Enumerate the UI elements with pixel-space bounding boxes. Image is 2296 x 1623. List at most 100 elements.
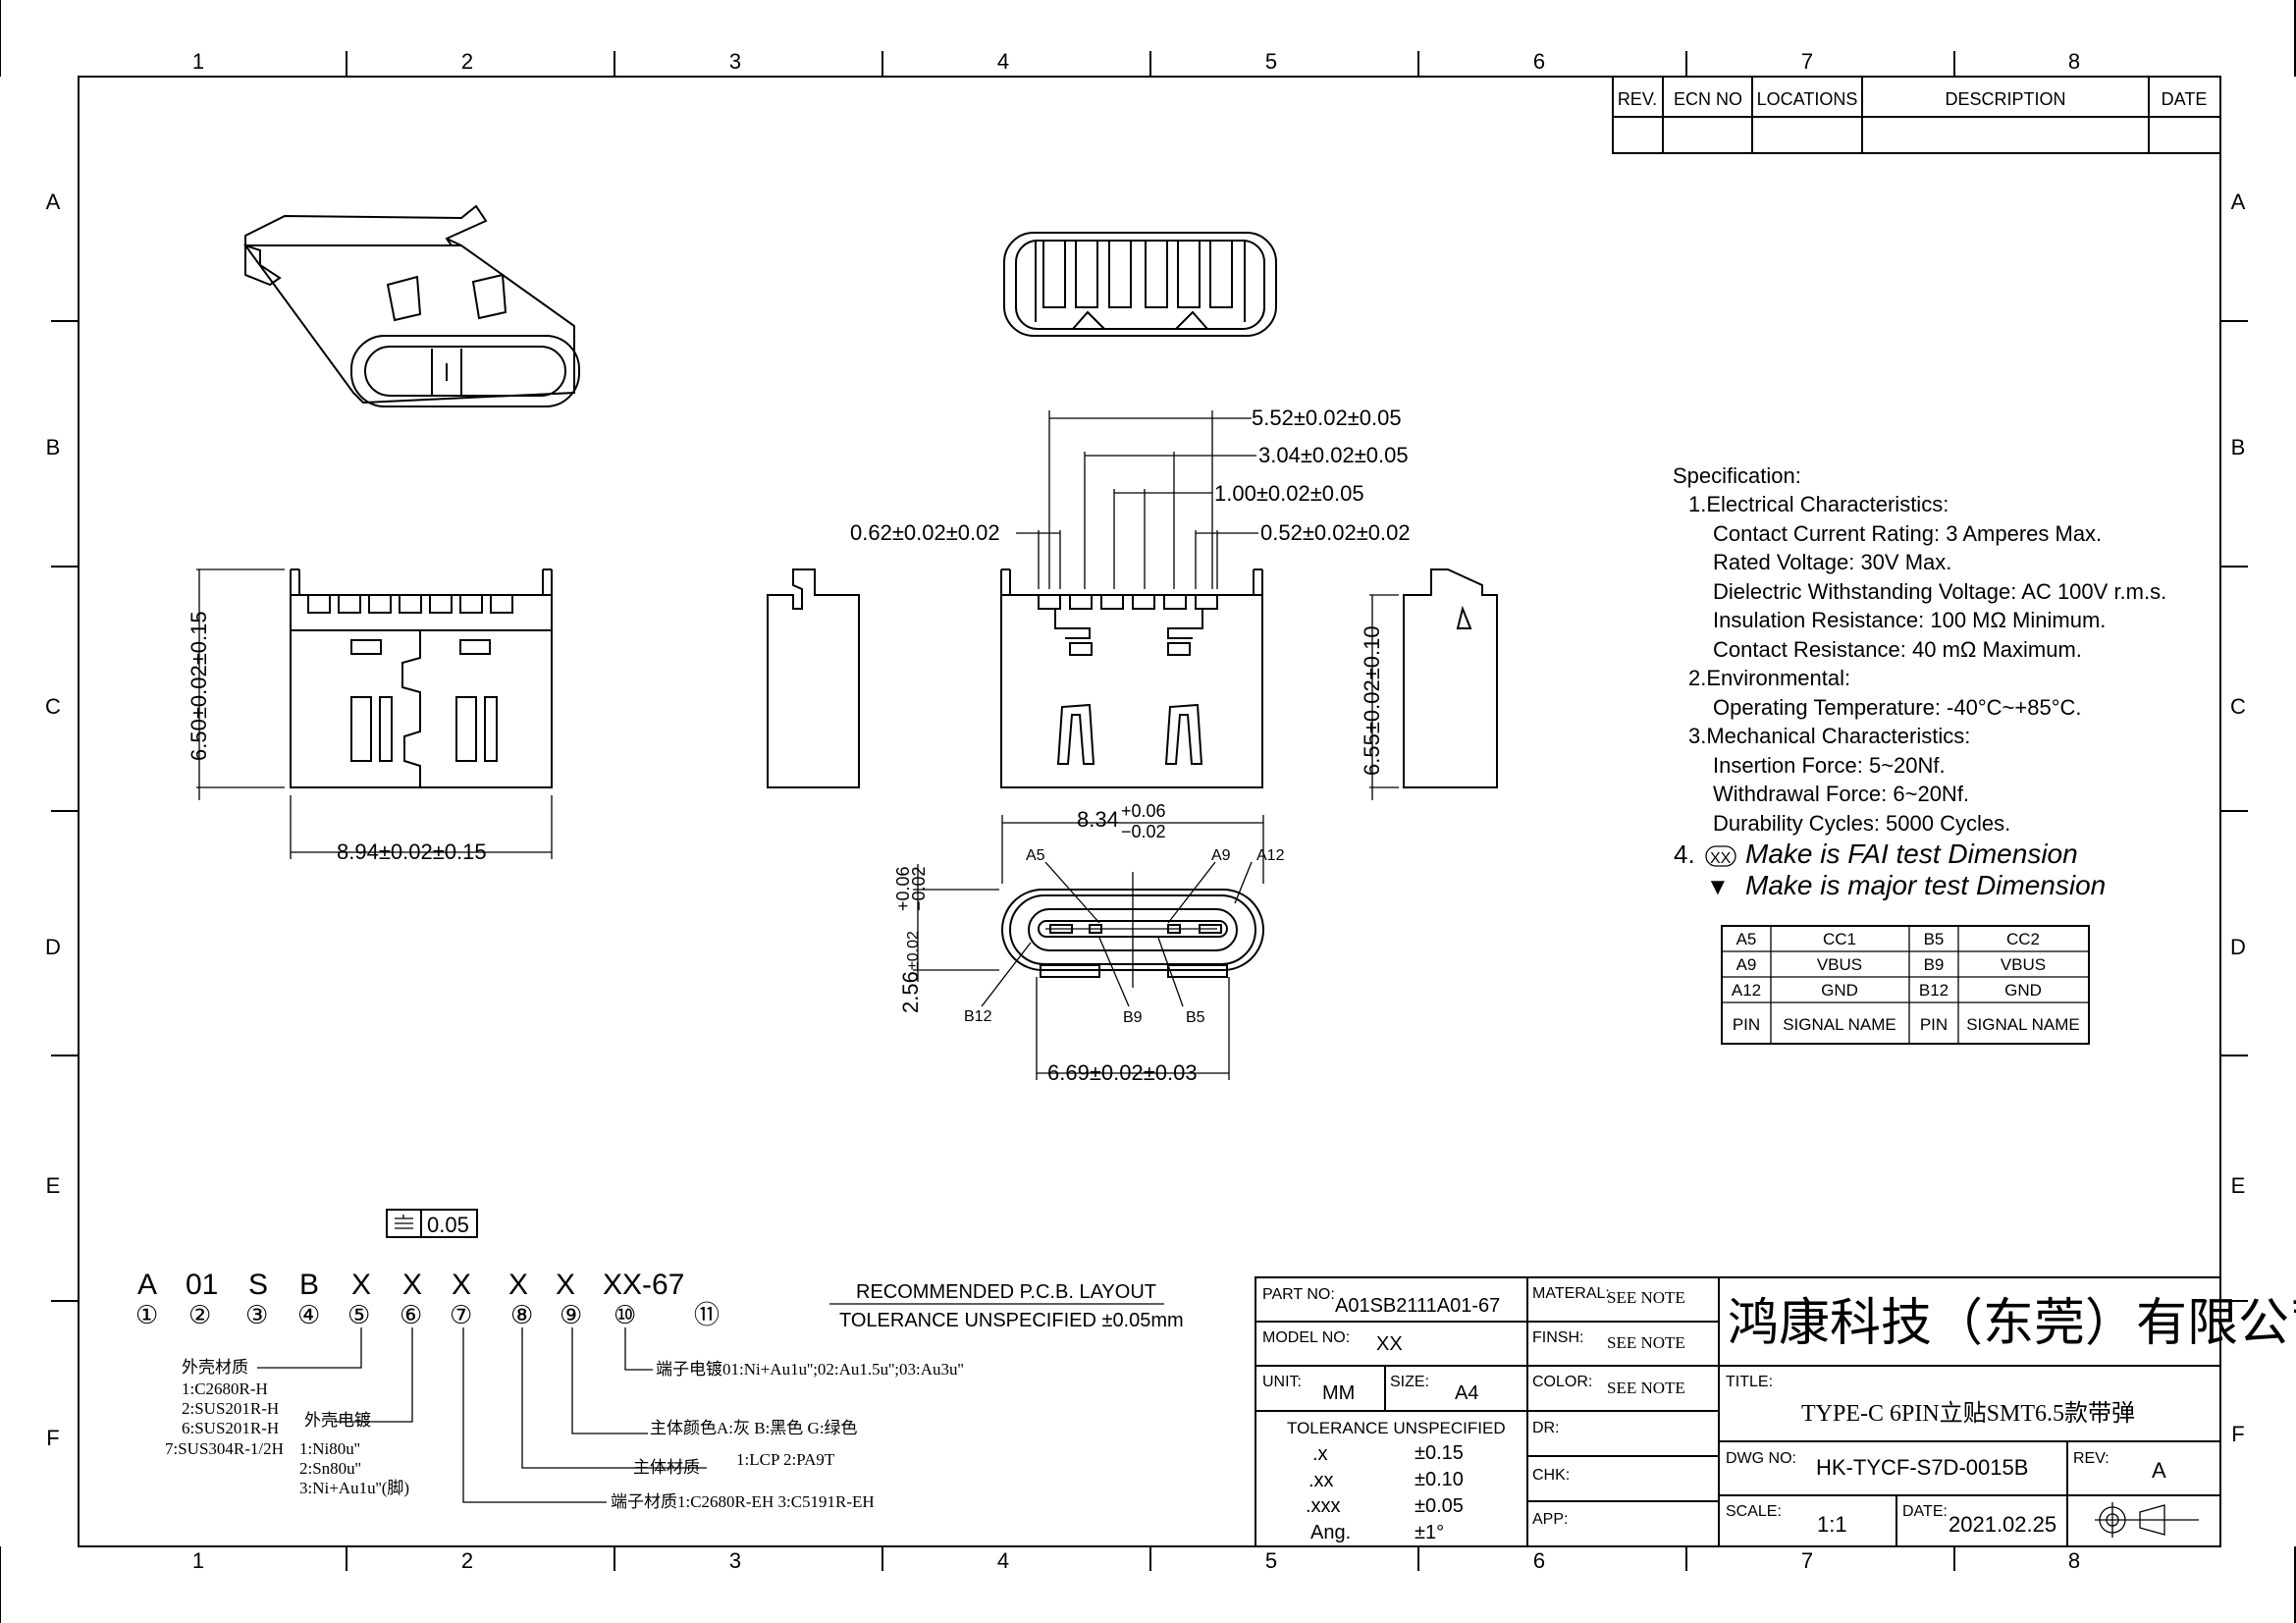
dim-8-34-plus: +0.06 (1121, 801, 1166, 821)
size-label: SIZE: (1390, 1374, 1429, 1390)
side-view-left (767, 568, 860, 788)
tol-val: ±0.15 (1415, 1442, 1464, 1464)
code-char: X (452, 1269, 471, 1301)
column-labels-top: 1 2 3 4 5 6 7 8 (192, 49, 2080, 74)
shell-material-option: 7:SUS304R-1/2H (165, 1439, 284, 1458)
rev-label: REV: (2073, 1450, 2109, 1467)
code-char: 01 (186, 1269, 218, 1301)
date-label: DATE: (1902, 1503, 1948, 1520)
size-value: A4 (1455, 1382, 1478, 1404)
col-label: 3 (729, 1548, 741, 1573)
pin-leaders (981, 861, 1253, 1007)
part-no-label: PART NO: (1262, 1286, 1335, 1303)
code-char: XX-67 (603, 1269, 684, 1301)
pin-cell: VBUS (1817, 955, 1862, 974)
part-no-value: A01SB2111A01-67 (1335, 1295, 1500, 1317)
row-label: D (45, 935, 61, 959)
col-label: 5 (1265, 49, 1277, 74)
center-section-view (1000, 568, 1263, 788)
body-material-title: 主体材质 (633, 1458, 700, 1477)
locations-header: LOCATIONS (1757, 89, 1858, 109)
pin-cell: SIGNAL NAME (1783, 1015, 1896, 1034)
tol-val: ±0.10 (1415, 1469, 1464, 1490)
row-label: B (46, 435, 61, 460)
col-label: 1 (192, 1548, 204, 1573)
col-label: 1 (192, 49, 204, 74)
code-char: X (351, 1269, 371, 1301)
pin-label-b9: B9 (1123, 1009, 1143, 1026)
row-label: C (45, 694, 61, 719)
col-label: 3 (729, 49, 741, 74)
col-label: 2 (461, 49, 473, 74)
date-value: 2021.02.25 (1949, 1512, 2056, 1537)
spec-line: 3.Mechanical Characteristics: (1688, 724, 1970, 748)
pin-label-a5: A5 (1026, 847, 1045, 864)
shell-material-option: 2:SUS201R-H (182, 1399, 279, 1418)
color-value: SEE NOTE (1607, 1379, 1685, 1397)
dim-6-55: 6.55±0.02±0.10 (1360, 625, 1384, 776)
pin-label-b12: B12 (964, 1008, 992, 1025)
spec-line: 1.Electrical Characteristics: (1688, 492, 1949, 516)
shell-plating-option: 3:Ni+Au1u''(脚) (299, 1479, 409, 1497)
dim-1-00: 1.00±0.02±0.05 (1214, 481, 1364, 506)
rev-value: A (2152, 1458, 2166, 1483)
dim-8-94: 8.94±0.02±0.15 (337, 839, 487, 864)
flatness-control-frame: 0.05 (386, 1209, 478, 1238)
finish-value: SEE NOTE (1607, 1333, 1685, 1352)
col-label: 5 (1265, 1548, 1277, 1573)
pin-cell: GND (2004, 981, 2042, 1000)
pin-cell: A12 (1732, 981, 1761, 1000)
code-char: B (299, 1269, 319, 1301)
row-label: D (2230, 935, 2246, 959)
tol-key: Ang. (1310, 1522, 1351, 1543)
dim-2-56: 2.56 (898, 971, 923, 1013)
dim-2-56-minus: −0.02 (909, 866, 929, 911)
tol-key: .x (1312, 1443, 1328, 1465)
drawing-title: TYPE-C 6PIN立贴SMT6.5款带弹 (1801, 1400, 2135, 1427)
row-label: E (46, 1173, 61, 1198)
specification-notes: Specification: 1.Electrical Characterist… (1673, 463, 2166, 900)
column-labels-bottom: 1 2 3 4 5 6 7 8 (192, 1548, 2080, 1573)
pin-table: A5 CC1 B5 CC2 A9 VBUS B9 VBUS A12 GND B1… (1721, 925, 2090, 1045)
color-label: COLOR: (1532, 1374, 1592, 1390)
row-labels-right: A B C D E F (2230, 189, 2246, 1446)
tol-val: ±0.05 (1415, 1495, 1464, 1517)
material-value: SEE NOTE (1607, 1288, 1685, 1307)
row-label: F (2231, 1422, 2244, 1446)
code-char: S (248, 1269, 268, 1301)
revision-table: REV. ECN NO LOCATIONS DESCRIPTION DATE (1612, 76, 2221, 154)
dim-3-04: 3.04±0.02±0.05 (1258, 443, 1409, 467)
spec-line: Operating Temperature: -40°C~+85°C. (1713, 695, 2082, 720)
app-label: APP: (1532, 1511, 1568, 1528)
unit-label: UNIT: (1262, 1374, 1302, 1390)
row-label: F (46, 1426, 59, 1450)
spec-line: 2.Environmental: (1688, 666, 1850, 690)
pin-label-a12: A12 (1256, 847, 1285, 864)
title-block: PART NO: A01SB2111A01-67 MODEL NO: XX UN… (1255, 1276, 2296, 1547)
row-label: B (2231, 435, 2246, 460)
dim-5-52: 5.52±0.02±0.05 (1252, 406, 1402, 430)
col-label: 6 (1533, 1548, 1545, 1573)
spec-line: Insulation Resistance: 100 MΩ Minimum. (1713, 608, 2106, 632)
note4-text: Make is FAI test Dimension (1745, 839, 2078, 869)
dim-2-56-plus: +0.06 (893, 866, 913, 911)
spec-line: Durability Cycles: 5000 Cycles. (1713, 811, 2010, 836)
spec-line: Dielectric Withstanding Voltage: AC 100V… (1713, 579, 2166, 604)
code-num: ① (135, 1301, 158, 1330)
fai-mark-box (1705, 845, 1736, 867)
note5-mark: ▼ (1706, 874, 1730, 900)
company-name: 鸿康科技（东莞）有限公司 (1728, 1296, 2296, 1352)
dim-8-34: 8.34 (1077, 807, 1119, 832)
projection-symbol-icon (2095, 1502, 2199, 1538)
description-header: DESCRIPTION (1945, 89, 2065, 109)
pin-cell: A5 (1736, 930, 1757, 948)
row-label: E (2231, 1173, 2246, 1198)
zone-ticks (51, 51, 2248, 1571)
dim-0-52: 0.52±0.02±0.02 (1260, 520, 1411, 545)
tolerance-title: TOLERANCE UNSPECIFIED (1287, 1419, 1506, 1437)
note4-mark: XX (1710, 850, 1732, 867)
code-num: ④ (297, 1301, 320, 1330)
pin-cell: B9 (1924, 955, 1945, 974)
pin-cell: PIN (1733, 1015, 1760, 1034)
